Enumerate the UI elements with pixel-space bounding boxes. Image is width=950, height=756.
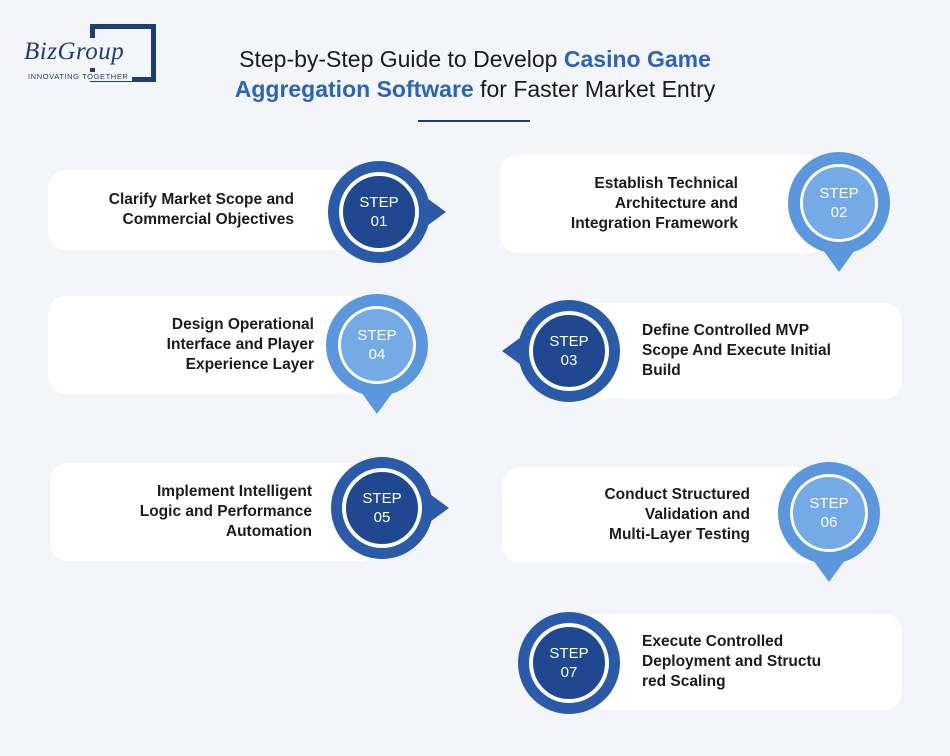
arrow-right-icon [427,492,449,524]
step-06-card: Conduct Structured Validation and Multi-… [502,467,832,563]
step-01-label: STEP [359,194,399,211]
arrow-down-icon [823,250,855,272]
step-01-card: Clarify Market Scope and Commercial Obje… [48,170,378,250]
step-06-badge: STEP 06 [778,462,880,582]
step-07-badge: STEP 07 [518,612,620,714]
step-07-card: Execute Controlled Deployment and Struct… [572,614,902,710]
step-02-description: Establish Technical Architecture and Int… [570,175,738,232]
title-line2-highlight: Aggregation Software [234,76,474,102]
step-07-label: STEP [549,645,589,662]
step-06-description: Conduct Structured Validation and Multi-… [604,486,750,543]
step-07-description: Execute Controlled Deployment and Struct… [642,633,822,690]
step-05-badge: STEP 05 [331,457,449,559]
step-03-number: 03 [560,352,578,369]
step-02-card: Establish Technical Architecture and Int… [500,155,830,253]
step-01-number: 01 [370,213,388,230]
step-02-label: STEP [819,185,859,202]
arrow-down-icon [361,392,393,414]
brand-logo: BizGroup INNOVATING TOGETHER [22,22,160,84]
title-line2-suffix: for Faster Market Entry [473,76,716,102]
title-underline [418,120,530,122]
step-05-label: STEP [362,490,402,507]
logo-wordmark: BizGroup [24,38,127,66]
step-03-card: Define Controlled MVP Scope And Execute … [572,303,902,399]
page-title: Step-by-Step Guide to Develop Casino Gam… [160,44,790,104]
step-01-description: Clarify Market Scope and Commercial Obje… [108,191,294,228]
arrow-down-icon [813,560,845,582]
title-line1-prefix: Step-by-Step Guide to Develop [239,46,564,72]
step-04-card: Design Operational Interface and Player … [48,296,378,394]
step-02-number: 02 [830,204,848,221]
step-05-number: 05 [373,509,391,526]
step-06-label: STEP [809,495,849,512]
step-04-description: Design Operational Interface and Player … [166,316,314,373]
step-07-number: 07 [560,664,578,681]
step-05-description: Implement Intelligent Logic and Performa… [139,483,312,540]
step-05-card: Implement Intelligent Logic and Performa… [50,463,380,561]
step-01-badge: STEP 01 [328,161,446,263]
step-04-number: 04 [368,346,386,363]
logo-tagline: INNOVATING TOGETHER [28,72,133,81]
step-04-badge: STEP 04 [326,294,428,414]
step-03-description: Define Controlled MVP Scope And Execute … [642,322,831,379]
step-03-badge: STEP 03 [502,300,620,402]
title-line1-highlight: Casino Game [563,46,711,72]
step-02-badge: STEP 02 [788,152,890,272]
arrow-right-icon [424,196,446,228]
step-03-label: STEP [549,333,589,350]
step-06-number: 06 [820,514,838,531]
arrow-left-icon [502,335,524,367]
step-04-label: STEP [357,327,397,344]
